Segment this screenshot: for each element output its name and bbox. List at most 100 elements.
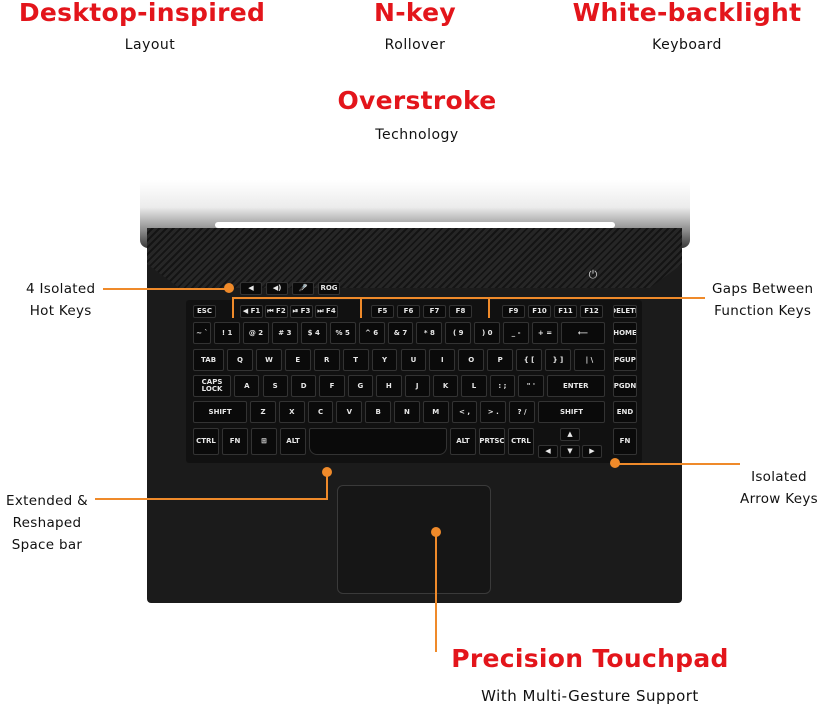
arrows-dot bbox=[610, 458, 620, 468]
key-pgdn[interactable]: PGDN bbox=[613, 375, 637, 397]
key[interactable]: I bbox=[429, 349, 456, 371]
key[interactable]: } ] bbox=[545, 349, 571, 371]
key[interactable]: & 7 bbox=[387, 322, 414, 344]
hot-key[interactable]: ◀) bbox=[266, 282, 288, 295]
key[interactable]: P bbox=[487, 349, 514, 371]
key[interactable]: H bbox=[376, 375, 402, 397]
key[interactable]: CAPS LOCK bbox=[193, 375, 232, 397]
key[interactable]: CTRL bbox=[507, 428, 534, 455]
key[interactable]: J bbox=[404, 375, 430, 397]
arrow-down-key[interactable]: ▼ bbox=[560, 445, 580, 458]
key[interactable]: SHIFT bbox=[537, 401, 605, 423]
key[interactable]: @ 2 bbox=[243, 322, 269, 344]
feature-subtitle-layout: Layout bbox=[124, 37, 176, 53]
key[interactable]: ! 1 bbox=[214, 322, 241, 344]
key-end[interactable]: END bbox=[613, 401, 637, 423]
key-f6[interactable]: F6 bbox=[397, 305, 420, 318]
key-f10[interactable]: F10 bbox=[528, 305, 551, 318]
key[interactable]: SHIFT bbox=[193, 401, 248, 423]
key[interactable]: O bbox=[458, 349, 485, 371]
key[interactable]: TAB bbox=[193, 349, 225, 371]
key[interactable]: X bbox=[278, 401, 305, 423]
key[interactable]: D bbox=[290, 375, 317, 397]
key[interactable]: | \ bbox=[573, 349, 605, 371]
touchpad[interactable] bbox=[337, 485, 491, 594]
key[interactable]: ) 0 bbox=[474, 322, 501, 344]
key[interactable]: A bbox=[234, 375, 260, 397]
key[interactable]: Z bbox=[250, 401, 276, 423]
key[interactable]: ENTER bbox=[546, 375, 605, 397]
arrow-up-key[interactable]: ▲ bbox=[560, 428, 580, 441]
key[interactable]: ALT bbox=[280, 428, 307, 455]
key-f8[interactable]: F8 bbox=[449, 305, 472, 318]
key[interactable]: ^ 6 bbox=[358, 322, 385, 344]
key[interactable]: ~ ` bbox=[193, 322, 212, 344]
key[interactable]: T bbox=[342, 349, 369, 371]
key[interactable]: Q bbox=[227, 349, 253, 371]
key[interactable]: $ 4 bbox=[300, 322, 327, 344]
key[interactable]: G bbox=[347, 375, 374, 397]
hot-key[interactable]: ◀ bbox=[240, 282, 262, 295]
key[interactable]: M bbox=[422, 401, 449, 423]
key[interactable]: V bbox=[336, 401, 363, 423]
key[interactable]: _ - bbox=[503, 322, 530, 344]
key[interactable]: " ' bbox=[518, 375, 544, 397]
spacebar[interactable] bbox=[309, 428, 447, 455]
feature-subtitle-technology: Technology bbox=[375, 127, 459, 143]
key[interactable]: ⊞ bbox=[251, 428, 278, 455]
callout-text: Isolated bbox=[751, 469, 807, 485]
touchpad-dot bbox=[431, 527, 441, 537]
key[interactable]: ALT bbox=[449, 428, 476, 455]
key-delete[interactable]: DELETE bbox=[613, 305, 637, 318]
key-f5[interactable]: F5 bbox=[371, 305, 394, 318]
key-f9[interactable]: F9 bbox=[502, 305, 525, 318]
feature-title-precision-touchpad: Precision Touchpad bbox=[451, 644, 729, 673]
key[interactable]: L bbox=[461, 375, 487, 397]
key-f7[interactable]: F7 bbox=[423, 305, 446, 318]
key[interactable]: FN bbox=[222, 428, 249, 455]
key-esc[interactable]: ESC bbox=[193, 305, 216, 318]
key[interactable]: ⟵ bbox=[560, 322, 605, 344]
key-f1[interactable]: ◀ F1 bbox=[240, 305, 263, 318]
key[interactable]: : ; bbox=[489, 375, 516, 397]
key[interactable]: CTRL bbox=[193, 428, 220, 455]
key-pgup[interactable]: PGUP bbox=[613, 349, 637, 371]
key-f11[interactable]: F11 bbox=[554, 305, 577, 318]
key[interactable]: % 5 bbox=[329, 322, 356, 344]
key-home[interactable]: HOME bbox=[613, 322, 637, 344]
key[interactable]: # 3 bbox=[271, 322, 298, 344]
key-f12[interactable]: F12 bbox=[580, 305, 603, 318]
key-f2[interactable]: ⏮ F2 bbox=[265, 305, 288, 318]
hot-key[interactable]: 🎤̸ bbox=[292, 282, 314, 295]
key[interactable]: { [ bbox=[516, 349, 542, 371]
key[interactable]: Y bbox=[371, 349, 398, 371]
key[interactable]: E bbox=[284, 349, 311, 371]
key[interactable]: < , bbox=[451, 401, 478, 423]
key[interactable]: F bbox=[319, 375, 345, 397]
key-f4[interactable]: ⏭ F4 bbox=[315, 305, 338, 318]
key[interactable]: ( 9 bbox=[445, 322, 472, 344]
arrow-left-key[interactable]: ◀ bbox=[538, 445, 558, 458]
callout-text: Space bar bbox=[11, 537, 83, 553]
key[interactable]: S bbox=[262, 375, 288, 397]
key[interactable]: C bbox=[307, 401, 334, 423]
callout-text: Gaps Between bbox=[712, 281, 814, 297]
key[interactable]: R bbox=[313, 349, 340, 371]
key-fn[interactable]: FN bbox=[613, 428, 637, 455]
key[interactable]: U bbox=[400, 349, 427, 371]
key[interactable]: + = bbox=[532, 322, 558, 344]
hot-key[interactable]: ROG bbox=[318, 282, 340, 295]
key-f3[interactable]: ⏯ F3 bbox=[290, 305, 313, 318]
arrow-right-key[interactable]: ▶ bbox=[582, 445, 602, 458]
key[interactable]: * 8 bbox=[416, 322, 443, 344]
lid-hinge-gap bbox=[215, 222, 615, 228]
key[interactable]: B bbox=[365, 401, 392, 423]
power-button[interactable]: ⏻ bbox=[588, 268, 598, 281]
key[interactable]: ? / bbox=[509, 401, 535, 423]
key[interactable]: > . bbox=[480, 401, 507, 423]
key[interactable]: W bbox=[255, 349, 282, 371]
key[interactable]: N bbox=[394, 401, 420, 423]
key[interactable]: K bbox=[432, 375, 459, 397]
key[interactable]: PRTSC bbox=[478, 428, 505, 455]
feature-subtitle-rollover: Rollover bbox=[384, 37, 446, 53]
